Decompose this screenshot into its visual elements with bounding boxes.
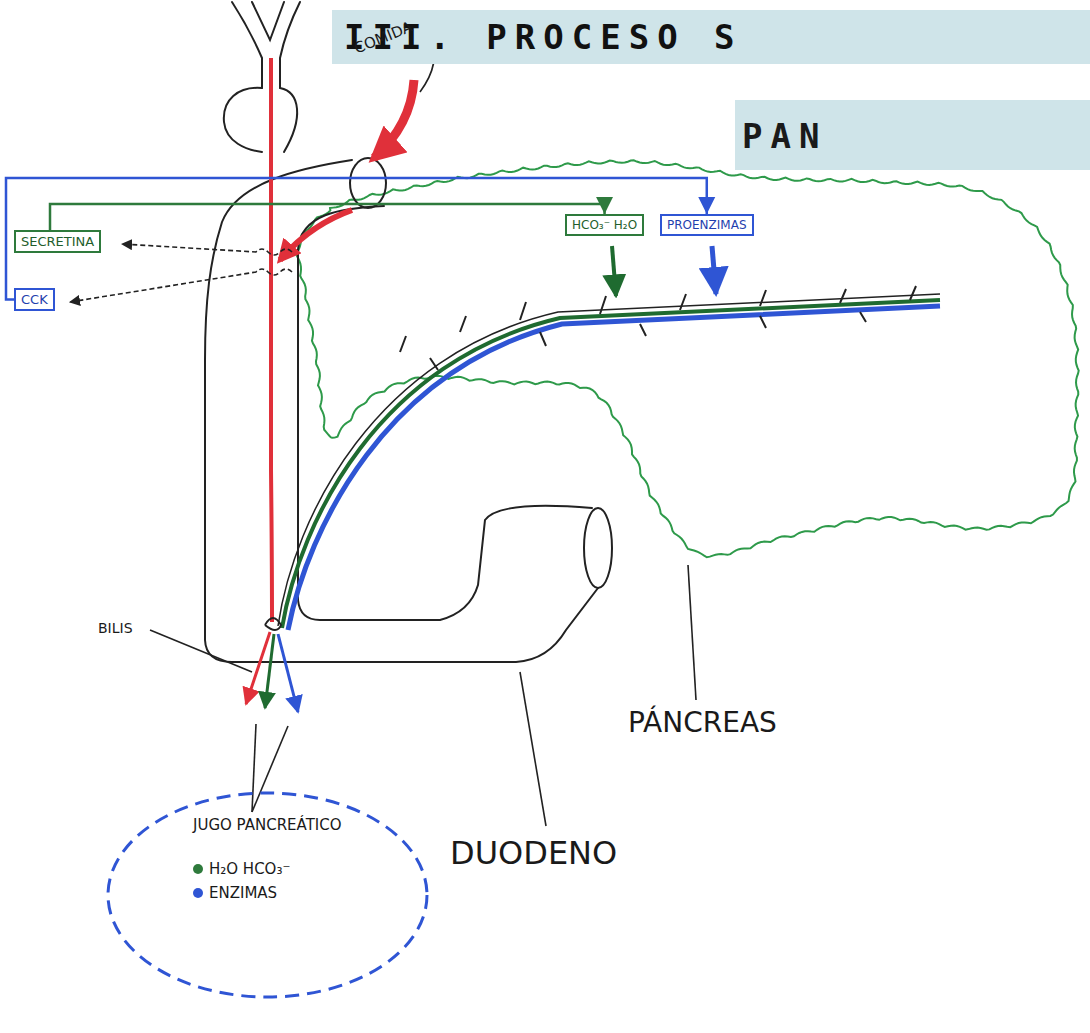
- organ-label: DUODENO: [450, 834, 617, 872]
- hormone-box: SECRETINA: [14, 230, 101, 253]
- organ-label: PÁNCREAS: [628, 706, 777, 739]
- node-text: SECRETINA: [21, 234, 94, 249]
- papilla-outflow: [246, 618, 298, 712]
- node-text: JUGO PANCREÁTICO: [193, 816, 430, 834]
- node-text: PROENZIMAS: [667, 218, 747, 232]
- node-text: CCK: [21, 292, 48, 307]
- legend-text: H₂O HCO₃⁻: [209, 860, 290, 878]
- hormone-signal-arrows: [70, 244, 292, 302]
- node-text: HCO₃⁻ H₂O: [572, 218, 637, 232]
- legend-dot: [193, 864, 203, 874]
- legend-row: H₂O HCO₃⁻: [193, 860, 290, 878]
- bile-duct: [271, 58, 272, 622]
- food-arrows: [280, 80, 414, 260]
- bile-label: BILIS: [98, 620, 133, 636]
- hormone-signal-line: [50, 204, 605, 230]
- title-band: III. PROCESO S: [332, 10, 1090, 64]
- secretion-arrows: [612, 246, 716, 296]
- legend-row: ENZIMAS: [193, 884, 290, 902]
- secretion-box: HCO₃⁻ H₂O: [565, 214, 644, 236]
- legend-dot: [193, 888, 203, 898]
- hormone-signal-line: [6, 178, 707, 300]
- esophagus-outline: [224, 2, 300, 152]
- pancreas-outline: [297, 160, 1079, 557]
- leader-lines: [150, 38, 696, 826]
- legend: H₂O HCO₃⁻ ENZIMAS: [193, 860, 290, 908]
- subtitle: PAN: [742, 116, 827, 156]
- hormone-box: CCK: [14, 288, 55, 311]
- legend-text: ENZIMAS: [209, 884, 277, 902]
- secretion-box: PROENZIMAS: [660, 214, 754, 236]
- pancreatic-duct: [278, 286, 940, 630]
